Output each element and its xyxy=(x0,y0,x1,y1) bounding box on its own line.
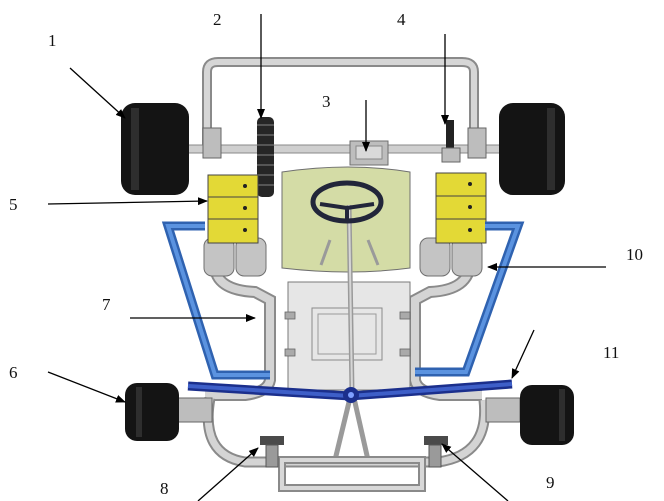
rear-cylinders xyxy=(203,237,483,277)
callout-label-4: 4 xyxy=(397,10,406,29)
callout-label-6: 6 xyxy=(9,363,18,382)
callout-label-8: 8 xyxy=(160,479,169,498)
front-left-wheel xyxy=(125,383,179,441)
arrow-1 xyxy=(69,67,126,119)
front-right-wheel xyxy=(520,385,574,445)
arrow-5 xyxy=(47,197,208,206)
callout-label-1: 1 xyxy=(48,31,57,50)
sprocket xyxy=(257,117,274,197)
right-pedal xyxy=(424,436,448,468)
arrow-8 xyxy=(197,447,259,501)
callout-label-2: 2 xyxy=(213,10,222,29)
callout-label-11: 11 xyxy=(603,343,620,362)
rear-hoop xyxy=(202,57,479,150)
left-pedal xyxy=(260,436,284,468)
callout-label-9: 9 xyxy=(546,473,555,492)
rear-right-wheel xyxy=(499,103,565,195)
callout-label-3: 3 xyxy=(322,92,331,111)
brake xyxy=(446,120,454,156)
callout-label-7: 7 xyxy=(102,295,111,314)
callout-label-10: 10 xyxy=(626,245,643,264)
right-battery-pack xyxy=(435,172,487,244)
arrow-9 xyxy=(441,443,509,501)
arrow-11 xyxy=(511,329,535,379)
arrow-6 xyxy=(47,371,126,403)
callout-label-5: 5 xyxy=(9,195,18,214)
left-battery-pack xyxy=(207,174,259,244)
